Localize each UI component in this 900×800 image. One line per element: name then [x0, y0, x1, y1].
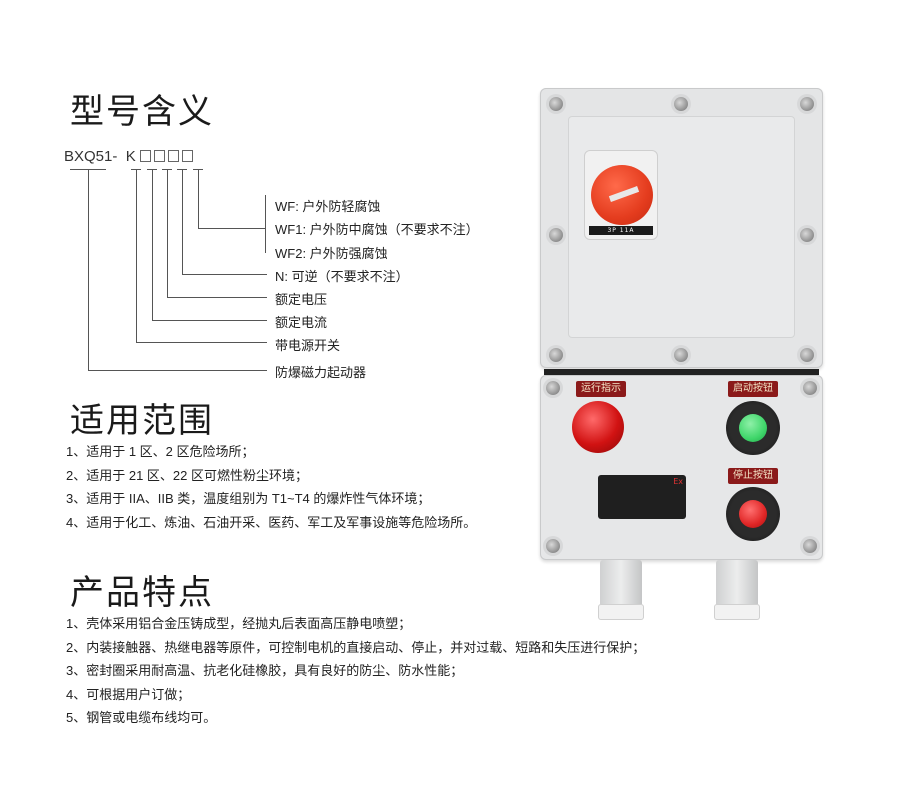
feature-item: 2、内装接触器、热继电器等原件，可控制电机的直接启动、停止，并对过载、短路和失压…: [66, 639, 646, 655]
stop-button[interactable]: [726, 487, 780, 541]
scope-title: 适用范围: [70, 401, 214, 441]
leader-k-h: [136, 342, 267, 343]
run-indicator-lamp: [572, 401, 624, 453]
switch-knob[interactable]: [591, 165, 653, 225]
legend-power-switch: 带电源开关: [275, 338, 341, 353]
scope-item: 2、适用于 21 区、22 区可燃性粉尘环境；: [66, 467, 308, 483]
feature-item: 4、可根据用户订做；: [66, 686, 191, 702]
leader-b2-h: [167, 297, 267, 298]
scope-item: 1、适用于 1 区、2 区危险场所；: [66, 444, 255, 459]
bolt-icon: [549, 228, 563, 242]
features-title: 产品特点: [70, 573, 214, 613]
leader-prefix-h: [88, 370, 267, 371]
legend-rated-current: 额定电流: [275, 315, 328, 330]
enclosure-bottom: 运行指示 启动按钮 停止按钮 Ex: [540, 375, 823, 560]
ex-mark: Ex: [673, 477, 683, 486]
code-box-3: [167, 150, 179, 162]
bolt-icon: [803, 539, 817, 553]
leader-b3-h: [182, 274, 267, 275]
model-code: BXQ51- K: [64, 148, 196, 165]
leader-b4-v: [198, 169, 199, 228]
rotary-switch[interactable]: 3P 11A: [584, 150, 658, 240]
code-box-4: [181, 150, 193, 162]
model-code-prefix: BXQ51-: [64, 148, 118, 165]
leader-b4-h: [198, 228, 265, 229]
model-code-k: K: [125, 148, 136, 165]
cable-gland-right: [714, 560, 760, 620]
bolt-icon: [674, 97, 688, 111]
bolt-icon: [549, 97, 563, 111]
bolt-icon: [546, 539, 560, 553]
start-button[interactable]: [726, 401, 780, 455]
legend-rated-voltage: 额定电压: [275, 292, 328, 307]
start-button-cap: [739, 414, 767, 442]
feature-item: 1、壳体采用铝合金压铸成型，经抛丸后表面高压静电喷塑；: [66, 616, 412, 631]
legend-wf: WF: 户外防轻腐蚀: [275, 199, 381, 214]
bolt-icon: [674, 348, 688, 362]
cable-gland-left: [598, 560, 644, 620]
gland-ring: [714, 604, 760, 620]
code-box-2: [153, 150, 165, 162]
bolt-icon: [546, 381, 560, 395]
scope-item: 4、适用于化工、炼油、石油开采、医药、军工及军事设施等危险场所。: [66, 514, 477, 530]
bolt-icon: [803, 381, 817, 395]
feature-item: 3、密封圈采用耐高温、抗老化硅橡胶，具有良好的防尘、防水性能；: [66, 663, 464, 678]
arrow-icon: [608, 186, 640, 202]
run-indicator-label: 运行指示: [576, 381, 626, 397]
leader-k-v: [136, 169, 137, 342]
bolt-icon: [549, 348, 563, 362]
leader-b3-v: [182, 169, 183, 274]
features-list: 1、壳体采用铝合金压铸成型，经抛丸后表面高压静电喷塑； 2、内装接触器、热继电器…: [66, 612, 645, 730]
enclosure-seam: [544, 369, 819, 375]
bolt-icon: [800, 97, 814, 111]
gland-ring: [598, 604, 644, 620]
scope-item: 3、适用于 IIA、IIB 类，温度组别为 T1~T4 的爆炸性气体环境；: [66, 491, 431, 506]
legend-wf1: WF1: 户外防中腐蚀（不要求不注）: [275, 222, 479, 237]
legend-n: N: 可逆（不要求不注）: [275, 269, 409, 284]
leader-b1-h: [152, 320, 267, 321]
leader-prefix-v: [88, 169, 89, 370]
enclosure-top: 3P 11A: [540, 88, 823, 368]
feature-item: 5、钢管或电缆布线均可。: [66, 710, 217, 725]
start-button-label: 启动按钮: [728, 381, 778, 397]
bolt-icon: [800, 228, 814, 242]
product-image: 3P 11A 运行指示 启动按钮 停止按钮 Ex: [540, 88, 823, 628]
legend-wf2: WF2: 户外防强腐蚀: [275, 246, 388, 261]
stop-button-cap: [739, 500, 767, 528]
stop-button-label: 停止按钮: [728, 468, 778, 484]
code-box-1: [139, 150, 151, 162]
model-meaning-title: 型号含义: [70, 92, 214, 132]
leader-wf-bracket: [265, 195, 266, 253]
switch-rating: 3P 11A: [589, 226, 653, 235]
leader-b1-v: [152, 169, 153, 320]
leader-b2-v: [167, 169, 168, 297]
scope-list: 1、适用于 1 区、2 区危险场所； 2、适用于 21 区、22 区可燃性粉尘环…: [66, 440, 476, 534]
bolt-icon: [800, 348, 814, 362]
nameplate: Ex: [598, 475, 686, 519]
legend-starter: 防爆磁力起动器: [275, 365, 367, 380]
